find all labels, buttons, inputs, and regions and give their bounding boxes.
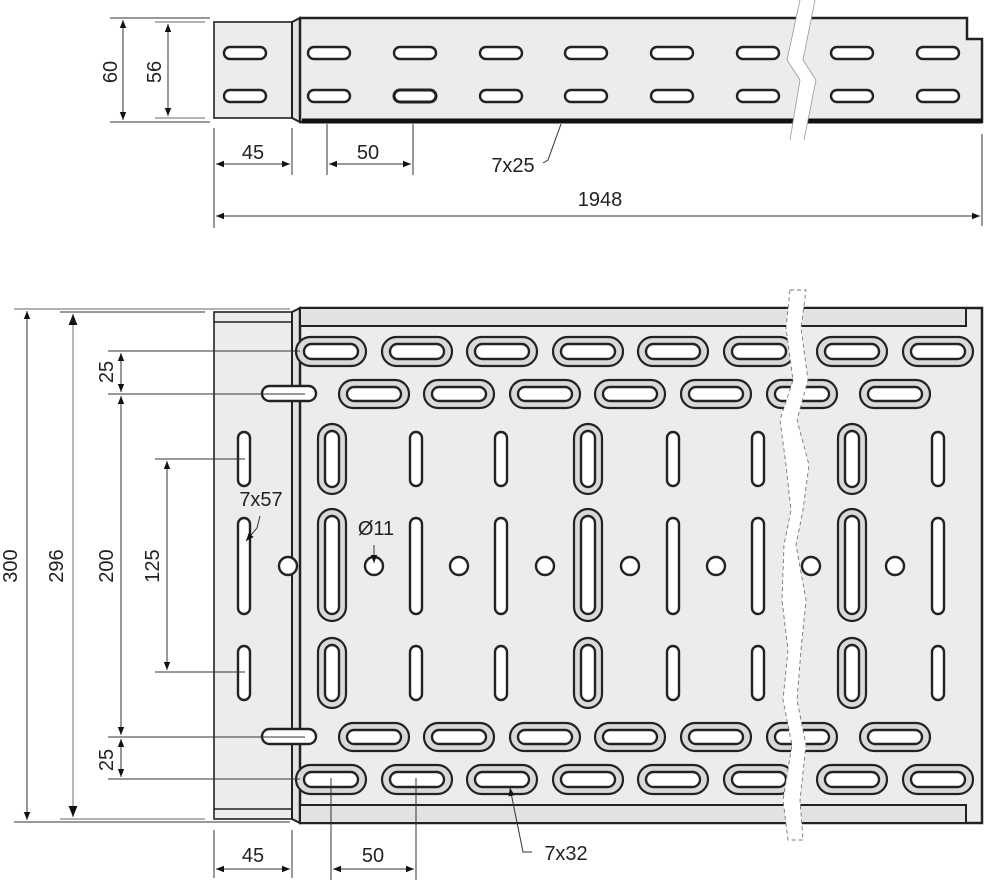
- dim-plan-offset-bottom-25: 25: [96, 749, 118, 771]
- dim-plan-width-300: 300: [0, 549, 22, 582]
- dim-side-height-60: 60: [100, 61, 122, 83]
- dim-side-pitch-50: 50: [357, 142, 379, 164]
- slot-row-second-bottom: [260, 721, 932, 753]
- label-round-hole-11: Ø11: [358, 518, 394, 540]
- side-coupler: [213, 21, 293, 119]
- slot-row-second: [260, 378, 932, 410]
- plan-break: [779, 289, 810, 841]
- slot-row-top: [294, 335, 975, 368]
- dim-plan-offset-top-25: 25: [96, 361, 118, 383]
- label-side-slot-7x25: 7x25: [491, 155, 534, 177]
- dim-plan-span-200: 200: [96, 549, 118, 582]
- plan-view: 300 296 25 200 25 125 7x57 Ø11 45: [0, 289, 984, 880]
- dim-plan-pitch-50: 50: [362, 845, 384, 867]
- dim-plan-vertical-125: 125: [142, 549, 164, 582]
- dim-plan-width-296: 296: [46, 549, 68, 582]
- dim-side-length-1948: 1948: [578, 189, 623, 211]
- plan-bottom-flange: [299, 804, 967, 824]
- plan-top-flange: [299, 307, 967, 327]
- side-view: 60 56 45 50 7x25 1948: [100, 0, 984, 228]
- dim-side-height-56: 56: [144, 61, 166, 83]
- side-slots: [222, 45, 961, 104]
- vertical-slots-lower: [236, 636, 946, 710]
- dim-side-coupler-45: 45: [242, 142, 264, 164]
- round-holes: [277, 555, 906, 577]
- label-vertical-slot-7x57: 7x57: [239, 489, 282, 511]
- label-horizontal-slot-7x32: 7x32: [544, 843, 587, 865]
- side-break: [787, 0, 816, 140]
- vertical-slots-middle: [236, 507, 946, 623]
- vertical-slots-upper: [236, 422, 946, 496]
- dim-plan-coupler-45: 45: [242, 845, 264, 867]
- side-rail: [298, 16, 984, 124]
